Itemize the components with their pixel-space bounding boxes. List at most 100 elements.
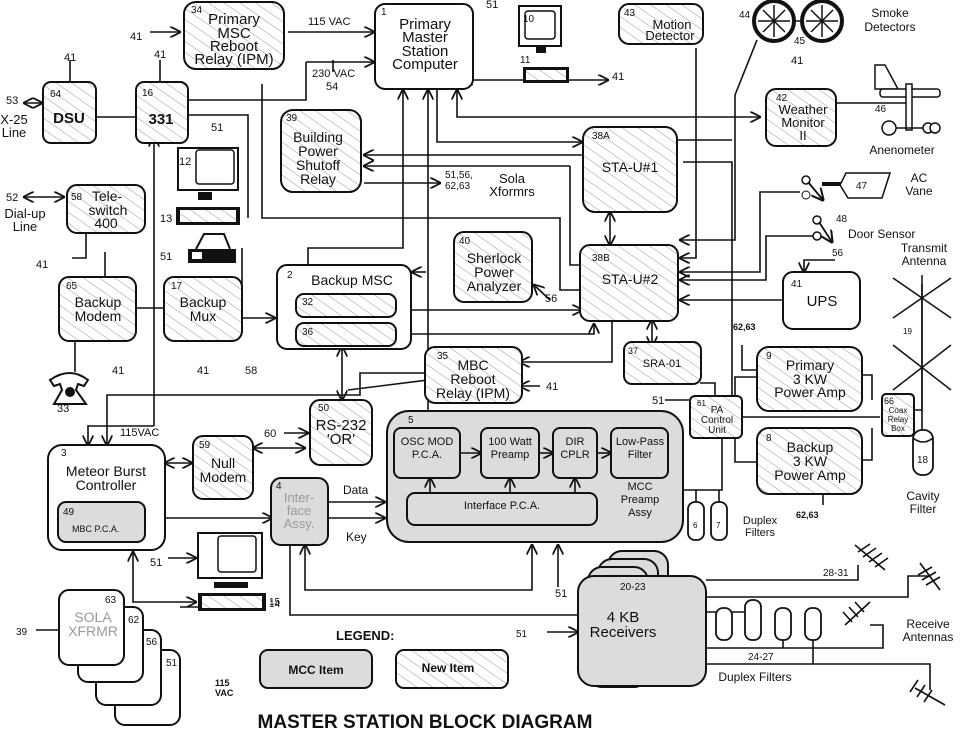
block-label: MBC [457,357,488,373]
teleswitch-400-block[interactable]: 58 Tele- switch 400 [66,184,146,234]
block-label: II [799,128,806,143]
smoke-detectors-label: Detectors [864,20,915,34]
block-label: Motion [652,17,691,32]
block-label: STA-U#2 [602,271,659,287]
legend: LEGEND: MCC Item New Item [259,628,509,689]
sra-01-block[interactable]: 37 SRA-01 [623,341,702,385]
sola-xfrmr-stack[interactable]: 63 62 56 51 SOLA XFRMR [58,589,181,726]
weather-monitor-block[interactable]: 42 Weather Monitor II [765,88,837,147]
ref-label: 51 [652,395,664,407]
block-number: 63 [105,595,117,606]
block-label: Controller [76,477,137,493]
block-label: Meteor Burst [66,463,146,479]
block-label: Assy. [284,516,315,531]
ref-label: 48 [836,214,848,225]
block-label: switch [89,202,128,218]
backup-msc-sub-36[interactable] [295,322,397,347]
telephone-icon[interactable] [48,372,90,405]
ref-label: 12 [179,156,191,168]
block-label: 400 [94,215,118,231]
interface-assy-block[interactable]: 4 Inter- face Assy. [270,477,329,546]
osc-mod-pca-block[interactable]: OSC MOD P.C.A. [393,427,461,479]
x25-line-label: X-25 [0,112,27,127]
block-label: RS-232 [316,417,367,434]
building-power-shutoff-relay-block[interactable]: 39 Building Power Shutoff Relay [280,109,362,193]
ref-label: 41 [197,365,209,377]
block-label: Tele- [92,188,123,204]
meteor-burst-controller-block[interactable]: 3 Meteor Burst Controller 49 MBC P.C.A. [47,444,166,551]
block-number: 20-23 [620,582,646,593]
annotation-labels: 115 VAC 230 VAC 54 41 41 41 53 X-25 Line… [0,0,953,698]
interface-pca-block[interactable]: Interface P.C.A. [406,492,598,526]
ac-vane-label: Vane [905,184,932,198]
duplex-filters-label: Filters [745,527,775,539]
pa-control-unit-block[interactable]: 61 PA Control Unit [689,395,743,439]
block-label: PA [711,405,724,416]
ref-label: 41 [36,259,48,271]
block-label: UPS [807,293,838,310]
sta-u2-block[interactable]: 38B STA-U#2 [579,244,679,322]
printer-icon[interactable] [188,233,236,263]
ref-label: 41 [112,365,124,377]
box-331-block[interactable]: 16 331 [135,81,189,144]
sola-list-label: 62,63 [445,181,470,192]
legend-mcc-item: MCC Item [259,649,373,689]
ref-label: 51 [150,557,162,569]
block-label: DIR [566,436,585,448]
mbc-pca-block[interactable] [57,501,146,543]
sta-u1-block[interactable]: 38A STA-U#1 [582,126,678,213]
low-pass-filter-block[interactable]: Low-Pass Filter [610,427,669,479]
backup-modem-block[interactable]: 65 Backup Modem [58,276,137,342]
computer-icon[interactable] [176,147,240,225]
block-label: 3 KW [793,371,828,387]
ref-label: 28-31 [823,568,849,579]
mcc-preamp-assy-block[interactable]: 5 MCC Preamp Assy OSC MOD P.C.A. 100 Wat… [386,410,684,543]
backup-mux-block[interactable]: 17 Backup Mux [163,276,243,342]
duplex-filter-icon [687,501,728,541]
power-label: 115 [215,678,230,688]
block-label: 4 KB [607,609,640,626]
dsu-block[interactable]: 64 DSU [42,81,97,144]
computer-icon[interactable] [197,532,266,611]
100-watt-preamp-block[interactable]: 100 Watt Preamp [480,427,540,479]
primary-master-station-computer-block[interactable]: 1 Primary Master Station Computer [374,3,474,90]
coax-relay-box-block[interactable]: 66 Coax Relay Box [881,393,915,437]
motion-detector-block[interactable]: 43 Motion Detector [618,3,704,45]
ups-block[interactable]: 41 UPS [782,271,861,330]
block-number: 37 [628,346,638,356]
dir-cplr-block[interactable]: DIR CPLR [552,427,598,479]
sola-xformrs-label: Sola [499,171,526,186]
ref-label: 41 [130,31,142,43]
ref-label: 62,63 [796,510,819,520]
block-label: Power Amp [774,467,846,483]
ref-label: 41 [612,71,624,83]
block-number: 35 [437,351,449,362]
block-label: Relay [888,415,908,424]
ref-label: 53 [6,95,18,107]
ref-label: 46 [875,104,887,115]
rs232-or-block[interactable]: 50 RS-232 'OR' [309,399,373,466]
ref-label: 15 [269,597,281,608]
backup-msc-block[interactable]: 2 Backup MSC 32 36 [276,264,412,350]
block-label: Detector [645,28,695,43]
block-label: Filter [628,449,653,461]
transmit-antenna-icon [892,275,952,410]
block-label: Primary [208,11,260,28]
block-label: Analyzer [467,278,522,294]
primary-power-amp-block[interactable]: 9 Primary 3 KW Power Amp [756,346,863,412]
mbc-reboot-relay-block[interactable]: 35 MBC Reboot Relay (IPM) [424,346,523,404]
receivers-block[interactable]: 20-23 4 KB Receivers [577,550,707,688]
block-label: OSC MOD [401,436,454,448]
ref-label: 41 [546,381,558,393]
backup-power-amp-block[interactable]: 8 Backup 3 KW Power Amp [756,427,863,495]
block-label: Box [891,424,905,433]
sherlock-power-analyzer-block[interactable]: 40 Sherlock Power Analyzer [453,231,533,303]
null-modem-block[interactable]: 59 Null Modem [192,435,254,500]
block-number: 32 [302,297,314,308]
transmit-antenna-label: Antenna [902,254,947,268]
backup-msc-sub-32[interactable] [295,293,397,318]
block-number: 1 [381,7,387,18]
computer-icon[interactable] [518,5,569,83]
primary-msc-reboot-relay-block[interactable]: 34 Primary MSC Reboot Relay (IPM) [183,1,285,70]
